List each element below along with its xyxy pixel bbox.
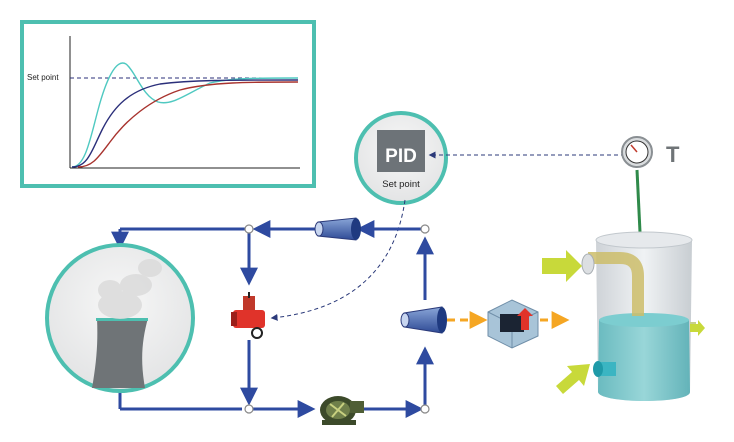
pid-title: PID bbox=[385, 146, 417, 167]
temperature-sensor[interactable]: T bbox=[621, 136, 680, 233]
control-valve[interactable] bbox=[231, 292, 265, 339]
response-curve-medium bbox=[71, 79, 299, 168]
pipe-loop bbox=[111, 220, 434, 418]
pipe-junctions bbox=[244, 224, 430, 414]
pid-controller[interactable]: PID Set point bbox=[354, 111, 448, 205]
reducer-icon bbox=[351, 218, 361, 240]
control-signal-line bbox=[270, 199, 406, 321]
heat-exchanger[interactable] bbox=[487, 299, 539, 349]
sensor-probe bbox=[635, 169, 642, 233]
steam-cloud bbox=[98, 259, 162, 319]
heat-exchanger-icon bbox=[500, 314, 524, 332]
setpoint-axis-label: Set point bbox=[27, 73, 59, 82]
cooling-tower[interactable] bbox=[45, 243, 195, 393]
reducer-icon bbox=[437, 307, 447, 333]
pid-box bbox=[377, 130, 425, 172]
graph-frame bbox=[20, 20, 316, 188]
vessel-liquid bbox=[598, 320, 690, 401]
pump-icon bbox=[329, 402, 347, 418]
reducer-right[interactable] bbox=[400, 306, 447, 334]
cooling-tower-icon bbox=[92, 318, 148, 388]
control-valve-icon bbox=[243, 296, 255, 310]
pid-setpoint-label: Set point bbox=[382, 179, 420, 190]
response-curve-slow bbox=[77, 81, 299, 168]
sensor-label: T bbox=[666, 142, 680, 167]
vessel-flow-arrows bbox=[542, 250, 705, 394]
reducer-top[interactable] bbox=[314, 217, 361, 241]
response-graph: Set point bbox=[20, 20, 316, 188]
pump[interactable] bbox=[320, 396, 364, 425]
process-vessel[interactable] bbox=[581, 231, 696, 401]
